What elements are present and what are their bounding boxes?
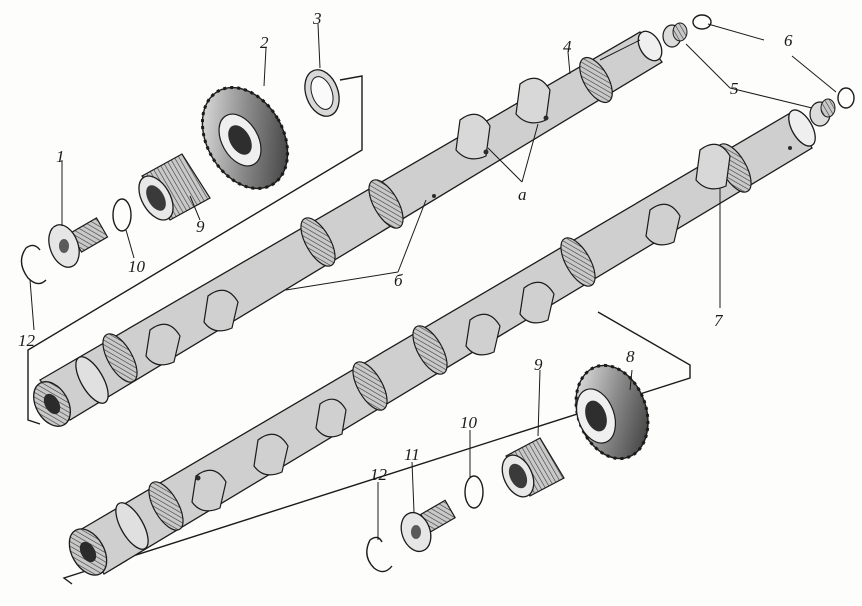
label-part-9-lower: 9	[534, 355, 543, 374]
label-part-3: 3	[313, 9, 322, 28]
bevel-gear-part-2	[200, 86, 290, 190]
lower-camshaft	[68, 109, 816, 576]
label-part-9-upper: 9	[196, 217, 205, 236]
label-part-7: 7	[714, 311, 723, 330]
label-part-5: 5	[730, 79, 739, 98]
ring-part-10-lower	[464, 475, 484, 509]
snap-ring-part-12-upper	[20, 244, 47, 285]
label-part-12-upper: 12	[18, 331, 35, 350]
label-part-11: 11	[404, 445, 420, 464]
plug-part-5-lower	[809, 98, 836, 127]
label-part-1: 1	[56, 147, 65, 166]
plug-part-5-upper	[662, 22, 688, 48]
label-part-12-lower: 12	[370, 465, 387, 484]
bolt-part-1	[48, 217, 109, 268]
spur-gear-part-8	[574, 363, 650, 461]
label-part-2: 2	[260, 33, 269, 52]
leader-lines	[29, 23, 837, 540]
ring-part-6-upper	[692, 14, 712, 30]
bolt-part-11	[400, 499, 456, 553]
upper-assembly-bracket	[27, 75, 363, 425]
upper-camshaft	[33, 30, 663, 427]
snap-ring-part-12-lower	[366, 536, 393, 573]
label-part-4: 4	[563, 37, 572, 56]
label-b: б	[394, 271, 403, 290]
label-part-10-upper: 10	[128, 257, 145, 276]
ring-part-10-upper	[112, 198, 132, 232]
lower-assembly-bracket	[62, 311, 691, 585]
sleeve-part-9-lower	[501, 437, 565, 498]
label-part-10-lower: 10	[460, 413, 477, 432]
washer-part-3	[304, 69, 340, 117]
label-a: a	[518, 185, 527, 204]
ring-part-6-lower	[837, 87, 855, 109]
label-part-6: 6	[784, 31, 793, 50]
label-part-8: 8	[626, 347, 635, 366]
